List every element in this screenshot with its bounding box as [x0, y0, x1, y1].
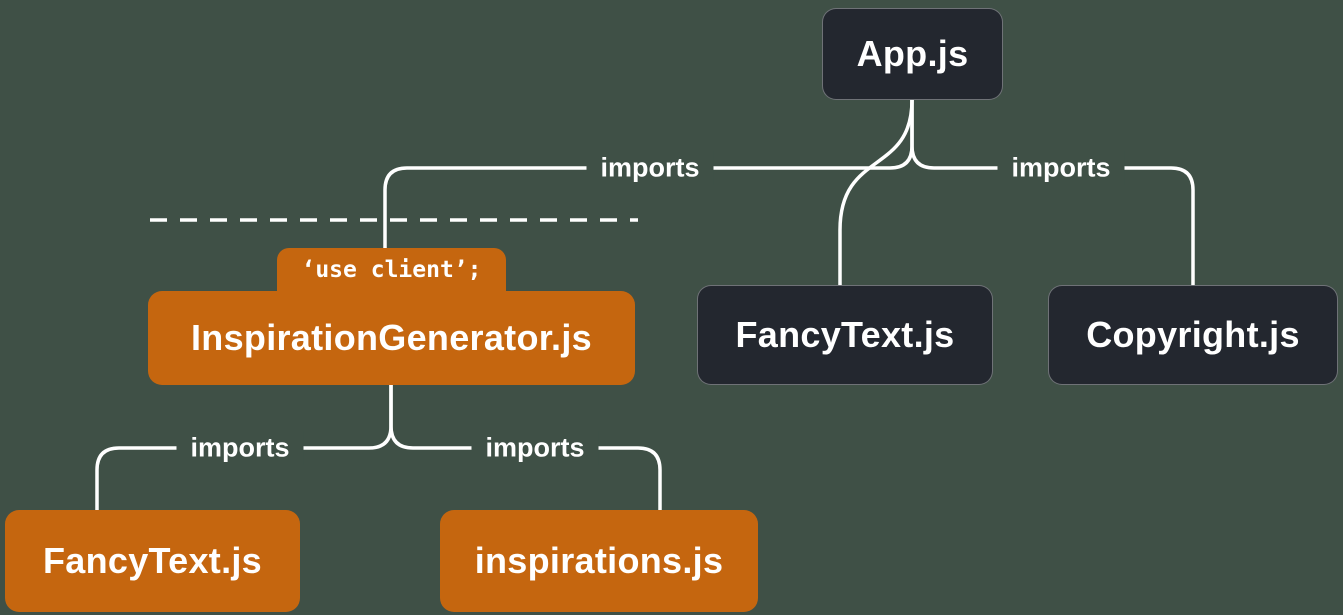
node-app-js: App.js: [822, 8, 1003, 100]
node-fancy-text-js-server: FancyText.js: [697, 285, 993, 385]
edge-app-to-fancy-text: [838, 99, 914, 285]
node-copyright-js-label: Copyright.js: [1086, 314, 1300, 355]
edge-app-to-copyright: [910, 100, 1195, 285]
node-app-js-label: App.js: [856, 33, 969, 74]
node-inspiration-generator-js: ‘use client’; InspirationGenerator.js: [148, 248, 635, 385]
node-inspiration-generator-js-box: InspirationGenerator.js: [148, 291, 635, 385]
node-copyright-js: Copyright.js: [1048, 285, 1338, 385]
edge-label-imports-bottom-right: imports: [471, 430, 599, 466]
use-client-directive-text: ‘use client’;: [301, 257, 482, 283]
edge-label-imports-top-right: imports: [997, 150, 1125, 186]
node-inspiration-generator-js-label: InspirationGenerator.js: [190, 317, 592, 358]
node-fancy-text-js-client-label: FancyText.js: [42, 540, 263, 581]
edge-label-imports-bottom-left: imports: [176, 430, 304, 466]
node-inspirations-js: inspirations.js: [440, 510, 758, 612]
node-inspirations-js-label: inspirations.js: [474, 540, 724, 581]
node-fancy-text-js-client: FancyText.js: [5, 510, 300, 612]
use-client-directive-badge: ‘use client’;: [277, 248, 506, 291]
edge-label-imports-top-left: imports: [586, 150, 714, 186]
node-fancy-text-js-server-label: FancyText.js: [735, 314, 955, 355]
